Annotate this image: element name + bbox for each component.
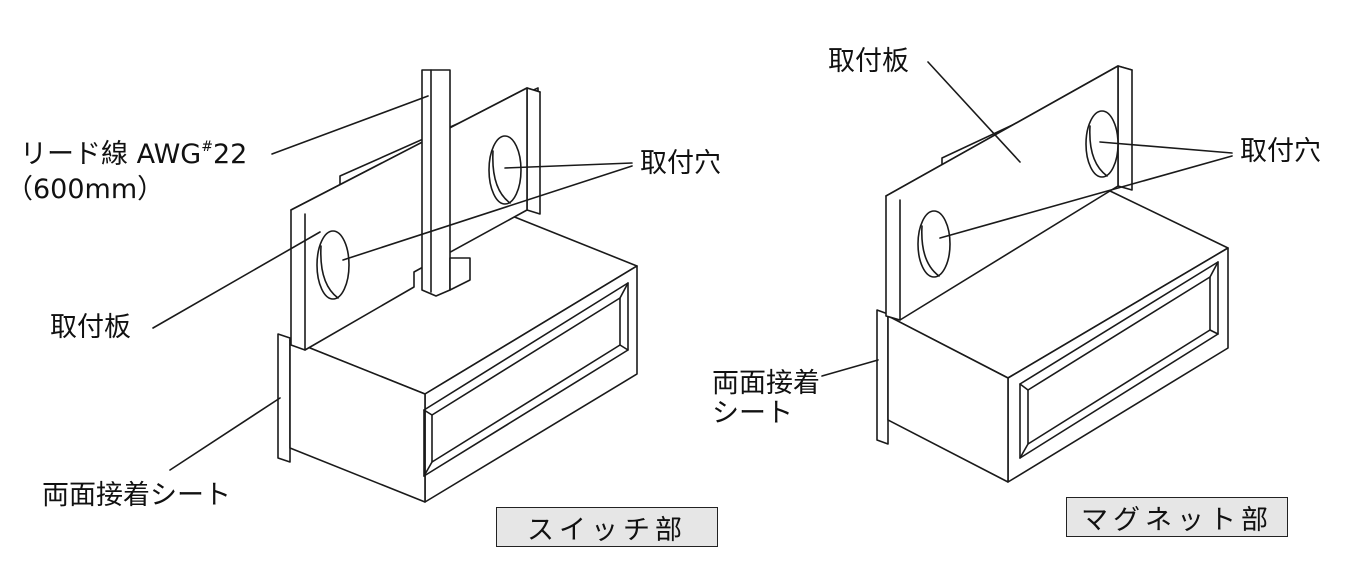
switch-adhesive-sheet [277, 333, 291, 463]
magnet-plate-right-edge [1117, 65, 1133, 191]
magnet-adhesive-label-line1: 両面接着 [712, 368, 820, 399]
lead-length-label: （600mm） [6, 174, 165, 205]
leader-magnet-hole-right [1099, 141, 1233, 154]
magnet-adhesive-sheet [876, 309, 889, 445]
magnet-mount-hole-label: 取付穴 [1240, 136, 1321, 167]
leader-magnet-plate [927, 61, 1021, 163]
leader-hole-left [342, 165, 633, 261]
switch-mount-hole-label: 取付穴 [640, 148, 721, 179]
switch-adhesive-label: 両面接着シート [42, 480, 231, 511]
magnet-adhesive-label-line2: シート [712, 398, 793, 429]
leader-adhesive [169, 397, 281, 471]
leader-lead-wire [271, 95, 429, 155]
switch-caption: スイッチ部 [496, 507, 718, 547]
switch-box-side [289, 339, 426, 503]
magnet-unit [821, 61, 1233, 483]
switch-mounting-plate [290, 87, 528, 351]
leader-hole-right [504, 162, 633, 169]
lead-wire-label: リード線 AWG#22 [20, 140, 247, 168]
magnet-mount-plate-label: 取付板 [828, 46, 909, 77]
magnet-box-side [887, 315, 1009, 483]
switch-mount-plate-label: 取付板 [50, 312, 131, 343]
switch-lead-wire [421, 69, 451, 297]
lead-wire-gauge: 22 [212, 139, 248, 170]
switch-plate-right-edge [526, 87, 541, 215]
leader-magnet-adhesive [821, 359, 879, 377]
lead-wire-mark: # [201, 139, 213, 155]
leader-magnet-hole-left [939, 155, 1233, 239]
lead-wire-text: リード線 AWG [20, 139, 202, 170]
magnet-caption: マグネット部 [1066, 497, 1288, 537]
leader-plate [152, 231, 321, 329]
switch-unit [152, 69, 638, 503]
